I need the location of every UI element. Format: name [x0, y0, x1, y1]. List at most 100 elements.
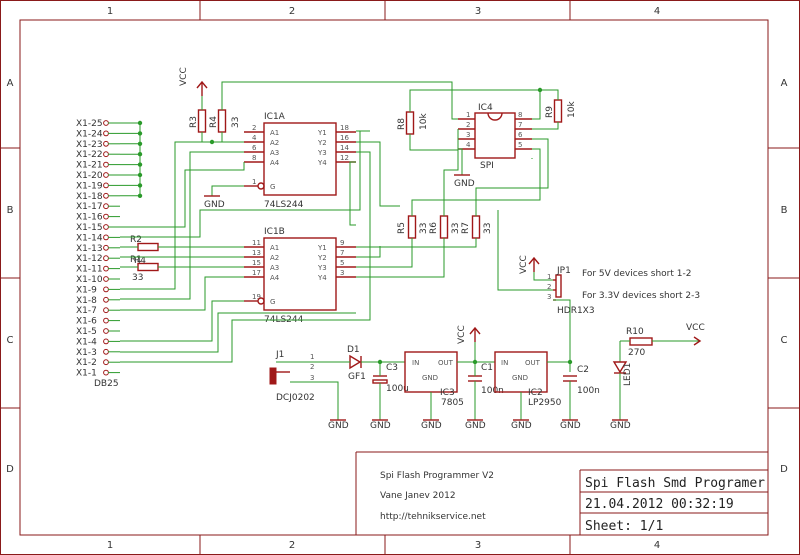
ic1a-pin-number: 4 [252, 134, 257, 142]
connector-pin-label: X1-9 [76, 285, 97, 295]
ic1b [263, 237, 337, 311]
ic2-in: IN [501, 359, 508, 367]
resistor-r5 [407, 215, 417, 239]
connector-pin-label: X1-7 [76, 306, 97, 316]
jp1-note-5v: For 5V devices short 1-2 [582, 269, 691, 279]
ic1a-pin-number: 14 [340, 144, 349, 152]
grid-row-label-right: A [781, 78, 788, 89]
ic1b-pin-number: 9 [340, 239, 344, 247]
wire [356, 238, 413, 268]
ic1b-pin-name: G [270, 298, 275, 306]
ic1b-pin-name: A1 [270, 244, 279, 252]
r10-label: R10 [626, 327, 644, 337]
ic1b-pin-name: A2 [270, 254, 279, 262]
c3-value: 100u [386, 384, 409, 394]
junction-dot [137, 162, 143, 167]
ic4-pin-number: 8 [518, 111, 522, 119]
resistor-r4 [217, 109, 227, 133]
grid-column-label-top: 4 [654, 6, 660, 17]
gnd-label: GND [204, 200, 225, 210]
ic1a-type: 74LS244 [264, 200, 304, 210]
wire [356, 238, 445, 278]
connector-pin [103, 359, 109, 366]
ic3-out: OUT [438, 359, 454, 367]
connector-pin [103, 234, 109, 241]
wire [120, 162, 245, 228]
ic1a-pin-name: Y4 [317, 159, 327, 167]
junction-dot [137, 152, 143, 157]
grid-row-label-left: B [7, 205, 14, 216]
connector-pin-label: X1-10 [76, 275, 103, 285]
junction-dot [137, 131, 143, 136]
wire [120, 300, 244, 342]
led-symbol [612, 361, 628, 374]
ic4-pin-number: 4 [466, 141, 471, 149]
grid-column-label-top: 1 [107, 6, 113, 17]
wire [532, 90, 541, 120]
wire [120, 276, 244, 311]
j1-pin3: 3 [310, 374, 314, 382]
connector-pin-label: X1-8 [76, 296, 97, 306]
jp1-body [555, 274, 562, 298]
ic1b-pin-name: Y3 [317, 264, 327, 272]
ic1b-pin-name: A3 [270, 264, 279, 272]
ic1b-pin-name: Y2 [317, 254, 327, 262]
ic2-out: OUT [525, 359, 541, 367]
connector-pin-label: X1-14 [76, 233, 103, 243]
r10-value: 270 [628, 348, 645, 358]
ic1b-pin-number: 19 [252, 293, 261, 301]
grid-row-label-left: D [6, 464, 14, 475]
wire [356, 246, 381, 258]
grid-column-label-top: 2 [289, 6, 295, 17]
ic1a-pin-number: 6 [252, 144, 257, 152]
ic4-type: SPI [480, 161, 494, 171]
grid-row-label-left: A [7, 78, 14, 89]
c2-name: C2 [577, 365, 589, 375]
wire [221, 81, 458, 120]
connector-pin [103, 120, 109, 126]
connector-pin-label: X1-13 [76, 244, 103, 254]
ic4 [474, 112, 516, 159]
connector-pin-label: X1-15 [76, 223, 103, 233]
ic1b-pin-name: Y4 [317, 274, 327, 282]
ic1a-pin-number: 16 [340, 134, 349, 142]
resistor-r8-value: 10k [419, 113, 429, 130]
ic1a-pin-name: A3 [270, 149, 279, 157]
connector-pin [103, 369, 109, 376]
wire [120, 141, 244, 290]
connector-pin [103, 151, 109, 158]
c1-value: 100n [481, 386, 504, 396]
grid-row-label-right: B [781, 205, 788, 216]
ic1b-pin-number: 15 [252, 259, 261, 267]
ic3-type: 7805 [441, 398, 464, 408]
ic1a-pin-number: 18 [340, 124, 349, 132]
gnd-ic2-label: GND [511, 421, 532, 431]
ic4-pin-number: 5 [518, 141, 522, 149]
resistor-r2-label: R2 [130, 235, 142, 245]
ic1b-pin-name: A4 [270, 274, 280, 282]
connector-pin-label: X1-6 [76, 317, 97, 327]
connector-pin-label: X1-1 [76, 369, 97, 379]
d1-name: D1 [347, 345, 360, 355]
resistor-r3-label: R3 [189, 116, 199, 128]
j1-pin2: 2 [310, 363, 314, 371]
connector-pin [103, 182, 109, 189]
connector-pin-label: X1-16 [76, 213, 103, 223]
ic1a-pin-name: G [270, 183, 275, 191]
wire [120, 151, 244, 300]
connector-pin [103, 161, 109, 168]
wire [120, 151, 371, 363]
junction-dot [137, 120, 143, 126]
connector-pin [103, 192, 109, 199]
ic2-type: LP2950 [528, 398, 562, 408]
connector-pin-label: X1-19 [76, 181, 103, 191]
dc-jack [269, 367, 277, 385]
grid-column-label-bottom: 4 [654, 540, 660, 551]
wire [356, 238, 477, 248]
connector-pin-label: X1-22 [76, 150, 103, 160]
gnd-label-ic4: GND [454, 179, 475, 189]
grid-column-label-bottom: 2 [289, 540, 295, 551]
connector-pin [103, 296, 109, 303]
connector-pin-label: X1-23 [76, 140, 103, 150]
